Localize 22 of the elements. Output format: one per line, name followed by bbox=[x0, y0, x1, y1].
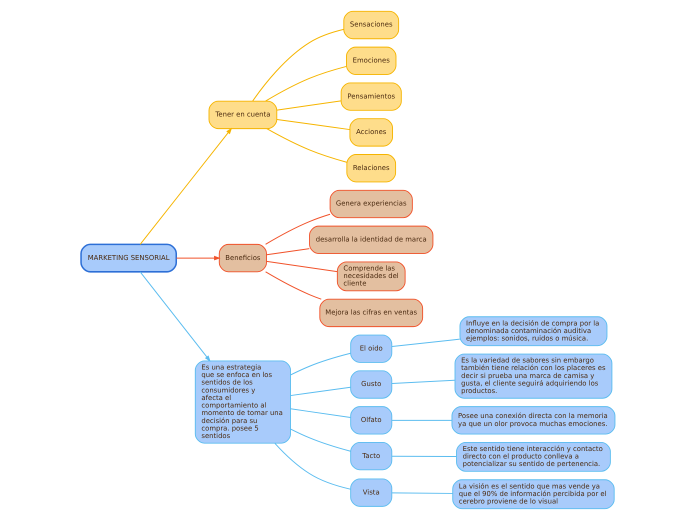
connector bbox=[274, 442, 351, 490]
connector bbox=[290, 386, 352, 396]
connector bbox=[265, 214, 331, 245]
arrow bbox=[140, 271, 211, 362]
connector bbox=[392, 338, 460, 348]
connector bbox=[265, 271, 322, 300]
connector bbox=[266, 128, 348, 163]
connector bbox=[392, 492, 454, 494]
connector bbox=[290, 408, 352, 418]
arrow bbox=[140, 128, 232, 245]
connector bbox=[266, 260, 338, 272]
connector bbox=[266, 248, 310, 256]
connector bbox=[392, 380, 456, 384]
connector bbox=[392, 456, 457, 457]
connector bbox=[392, 420, 452, 421]
connector bbox=[290, 428, 352, 452]
connector bbox=[276, 100, 342, 111]
connector bbox=[252, 28, 344, 102]
connector bbox=[265, 66, 347, 102]
arrow bbox=[176, 256, 221, 260]
connector bbox=[276, 119, 350, 130]
connector bbox=[290, 352, 352, 376]
